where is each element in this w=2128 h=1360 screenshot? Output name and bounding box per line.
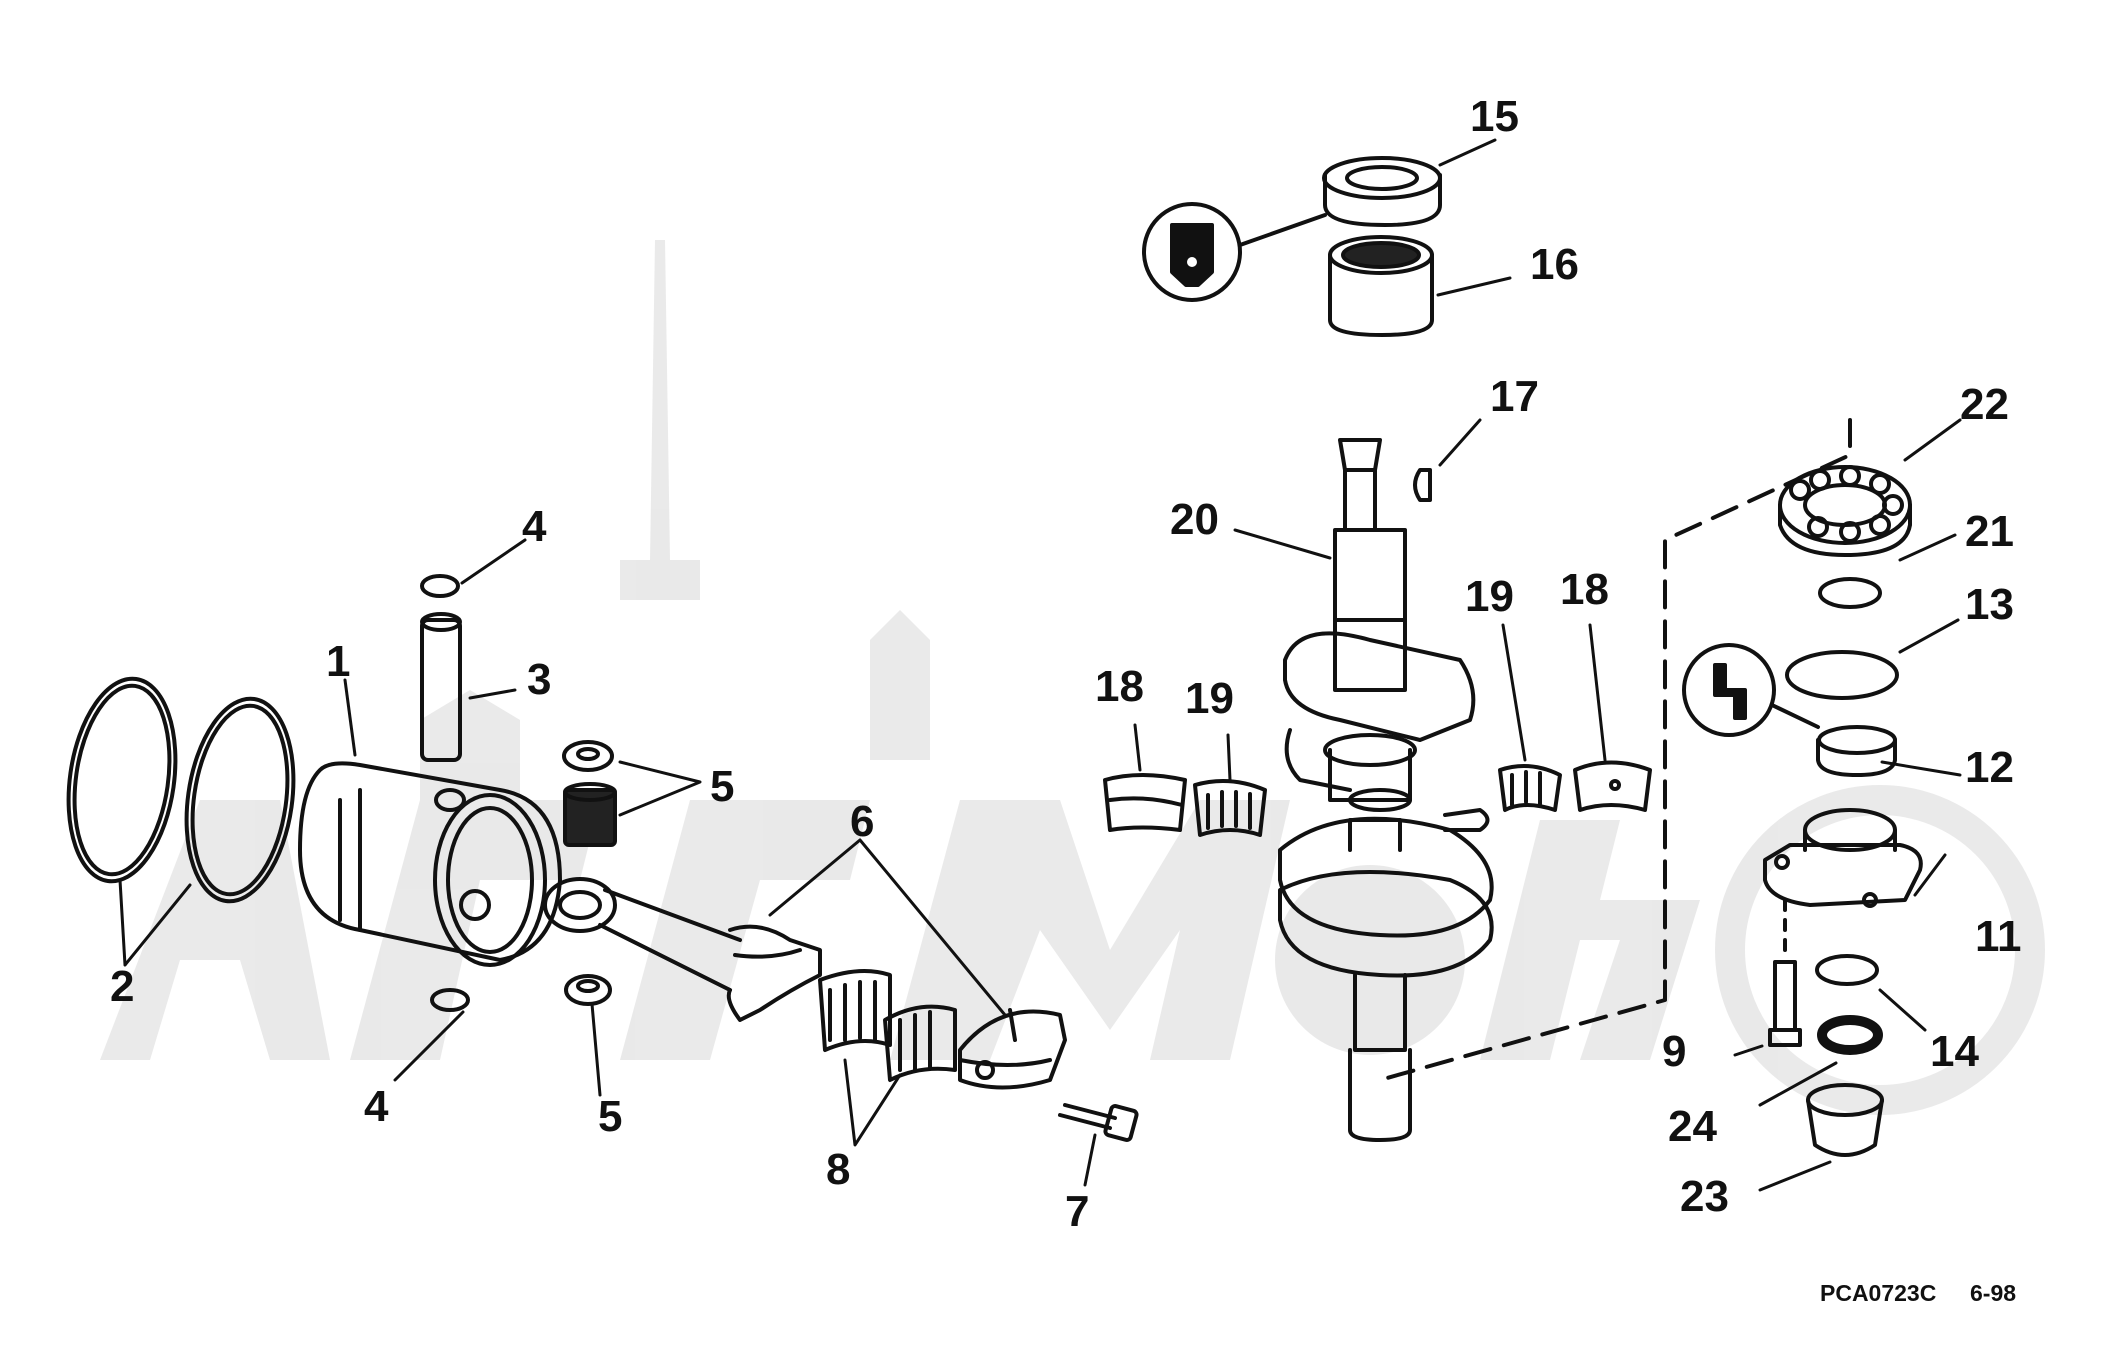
callout-2: 2 bbox=[110, 962, 135, 1011]
callout-19-left: 19 bbox=[1185, 674, 1234, 723]
needle-bearing-small bbox=[563, 782, 617, 847]
thrust-washer-upper bbox=[562, 740, 614, 772]
callout-7: 7 bbox=[1065, 1187, 1090, 1236]
callout-6: 6 bbox=[850, 797, 875, 846]
grease-tube-icon bbox=[1142, 202, 1327, 302]
o-ring-large bbox=[1785, 650, 1899, 700]
housing-screw bbox=[1768, 898, 1802, 1047]
upper-needle-bearing bbox=[1328, 235, 1434, 337]
callout-14: 14 bbox=[1930, 1027, 1979, 1076]
lower-bearing-housing bbox=[1763, 808, 1923, 908]
callout-19-right: 19 bbox=[1465, 572, 1514, 621]
retaining-ring-lower bbox=[430, 988, 470, 1012]
connecting-rod-cap bbox=[958, 1008, 1067, 1090]
lower-seal bbox=[1816, 725, 1897, 777]
part-code: PCA0723C bbox=[1820, 1280, 1937, 1306]
needle-bearing-half-right bbox=[883, 1004, 957, 1082]
callout-21: 21 bbox=[1965, 507, 2014, 556]
callout-17: 17 bbox=[1490, 372, 1539, 421]
rod-cap-bolt bbox=[1058, 1103, 1139, 1142]
bearing-cage-right-18 bbox=[1573, 760, 1652, 812]
callout-4-upper: 4 bbox=[522, 502, 547, 551]
leader-lines bbox=[118, 138, 1962, 1192]
lubricant-tube-icon bbox=[1682, 643, 1820, 737]
callout-12: 12 bbox=[1965, 743, 2014, 792]
needle-bearing-half-left bbox=[818, 969, 892, 1052]
callout-20: 20 bbox=[1170, 495, 1219, 544]
callout-11: 11 bbox=[1975, 912, 2022, 961]
end-cap bbox=[1806, 1083, 1884, 1157]
crankshaft-seal bbox=[1322, 156, 1442, 227]
callout-3: 3 bbox=[527, 655, 552, 704]
woodruff-key bbox=[1413, 468, 1432, 502]
thrust-washer-lower bbox=[564, 974, 612, 1006]
bearing-cage-left-18 bbox=[1103, 773, 1187, 832]
callout-5-lower: 5 bbox=[598, 1092, 623, 1141]
retaining-ring-upper bbox=[420, 574, 460, 598]
callout-18-left: 18 bbox=[1095, 662, 1144, 711]
piston-ring-upper bbox=[66, 676, 178, 884]
callout-18-right: 18 bbox=[1560, 565, 1609, 614]
piston-ring-lower bbox=[184, 696, 296, 904]
piston bbox=[298, 761, 562, 967]
snap-ring bbox=[1818, 577, 1882, 609]
callout-8: 8 bbox=[826, 1145, 851, 1194]
callout-13: 13 bbox=[1965, 580, 2014, 629]
bearing-cage-right-19 bbox=[1498, 764, 1562, 812]
assembly-bracket-line bbox=[1378, 418, 1852, 1082]
bearing-cage-left-19 bbox=[1193, 779, 1267, 837]
callout-5-upper: 5 bbox=[710, 762, 735, 811]
callout-4-lower: 4 bbox=[364, 1082, 389, 1131]
revision-date: 6-98 bbox=[1970, 1280, 2017, 1306]
callout-24: 24 bbox=[1668, 1102, 1717, 1151]
ball-bearing bbox=[1778, 465, 1912, 557]
callout-15: 15 bbox=[1470, 92, 1519, 141]
connecting-rod bbox=[543, 877, 822, 1022]
o-ring-small bbox=[1815, 954, 1879, 986]
thrust-washer-24 bbox=[1817, 1015, 1883, 1055]
callout-16: 16 bbox=[1530, 240, 1579, 289]
piston-pin bbox=[420, 612, 462, 762]
crankshaft bbox=[1278, 438, 1494, 1142]
callout-22: 22 bbox=[1960, 380, 2009, 429]
watermark-logo bbox=[100, 240, 2045, 1115]
callout-9: 9 bbox=[1662, 1027, 1687, 1076]
callout-1: 1 bbox=[326, 637, 351, 686]
callout-23: 23 bbox=[1680, 1172, 1729, 1221]
